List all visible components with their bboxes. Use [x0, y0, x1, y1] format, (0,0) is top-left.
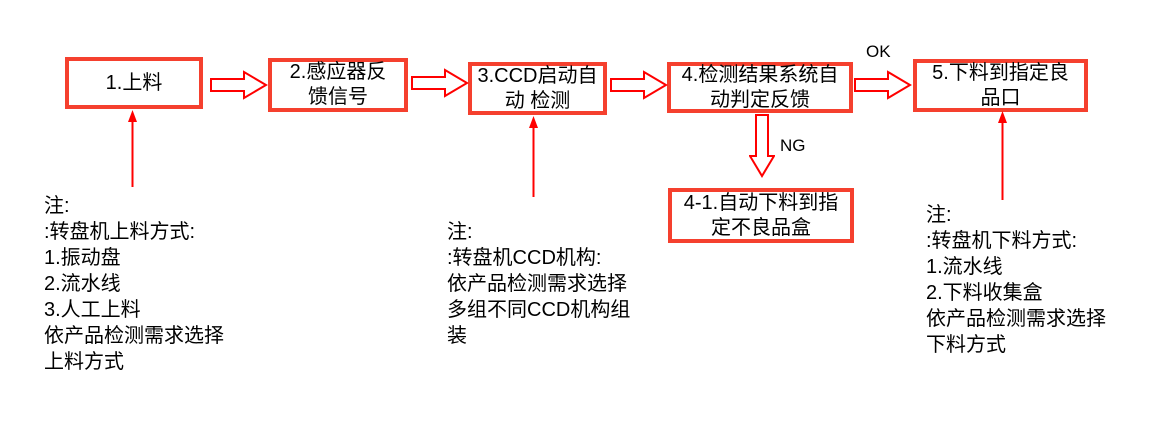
flow-box-4-label: 4.检测结果系统自 动判定反馈: [681, 63, 839, 111]
note-unloading: 注: :转盘机下料方式: 1.流水线 2.下料收集盒 依产品检测需求选择 下料方…: [926, 204, 1106, 356]
note-ccd: 注: :转盘机CCD机构: 依产品检测需求选择 多组不同CCD机构组 装: [447, 221, 631, 347]
flow-box-3: 3.CCD启动自 动 检测: [468, 62, 607, 115]
block-arrow-3-4-icon: [610, 70, 668, 100]
note-arrow-3-icon: [529, 116, 538, 197]
flow-box-5-label: 5.下料到指定良 品口: [932, 61, 1069, 109]
flow-box-5: 5.下料到指定良 品口: [913, 59, 1088, 112]
ok-label: OK: [866, 42, 891, 61]
block-arrow-2-3-icon: [411, 68, 469, 98]
flow-box-2: 2.感应器反 馈信号: [268, 58, 408, 112]
block-arrow-4-5-icon: [854, 70, 912, 100]
flow-box-4-1-label: 4-1.自动下料到指 定不良品盒: [683, 191, 839, 239]
note-arrow-1-icon: [128, 110, 137, 187]
flow-box-1-label: 1.上料: [105, 71, 163, 94]
flow-box-1: 1.上料: [65, 57, 203, 109]
ng-label: NG: [780, 136, 806, 155]
block-arrow-1-2-icon: [210, 70, 268, 100]
note-loading: 注: :转盘机上料方式: 1.振动盘 2.流水线 3.人工上料 依产品检测需求选…: [44, 195, 224, 373]
flow-box-4: 4.检测结果系统自 动判定反馈: [667, 62, 853, 113]
flow-box-4-1: 4-1.自动下料到指 定不良品盒: [668, 188, 854, 243]
flow-box-3-label: 3.CCD启动自 动 检测: [477, 64, 598, 112]
block-arrow-4-41-icon: [749, 114, 775, 178]
flow-box-2-label: 2.感应器反 馈信号: [289, 61, 387, 108]
note-arrow-5-icon: [998, 111, 1007, 200]
